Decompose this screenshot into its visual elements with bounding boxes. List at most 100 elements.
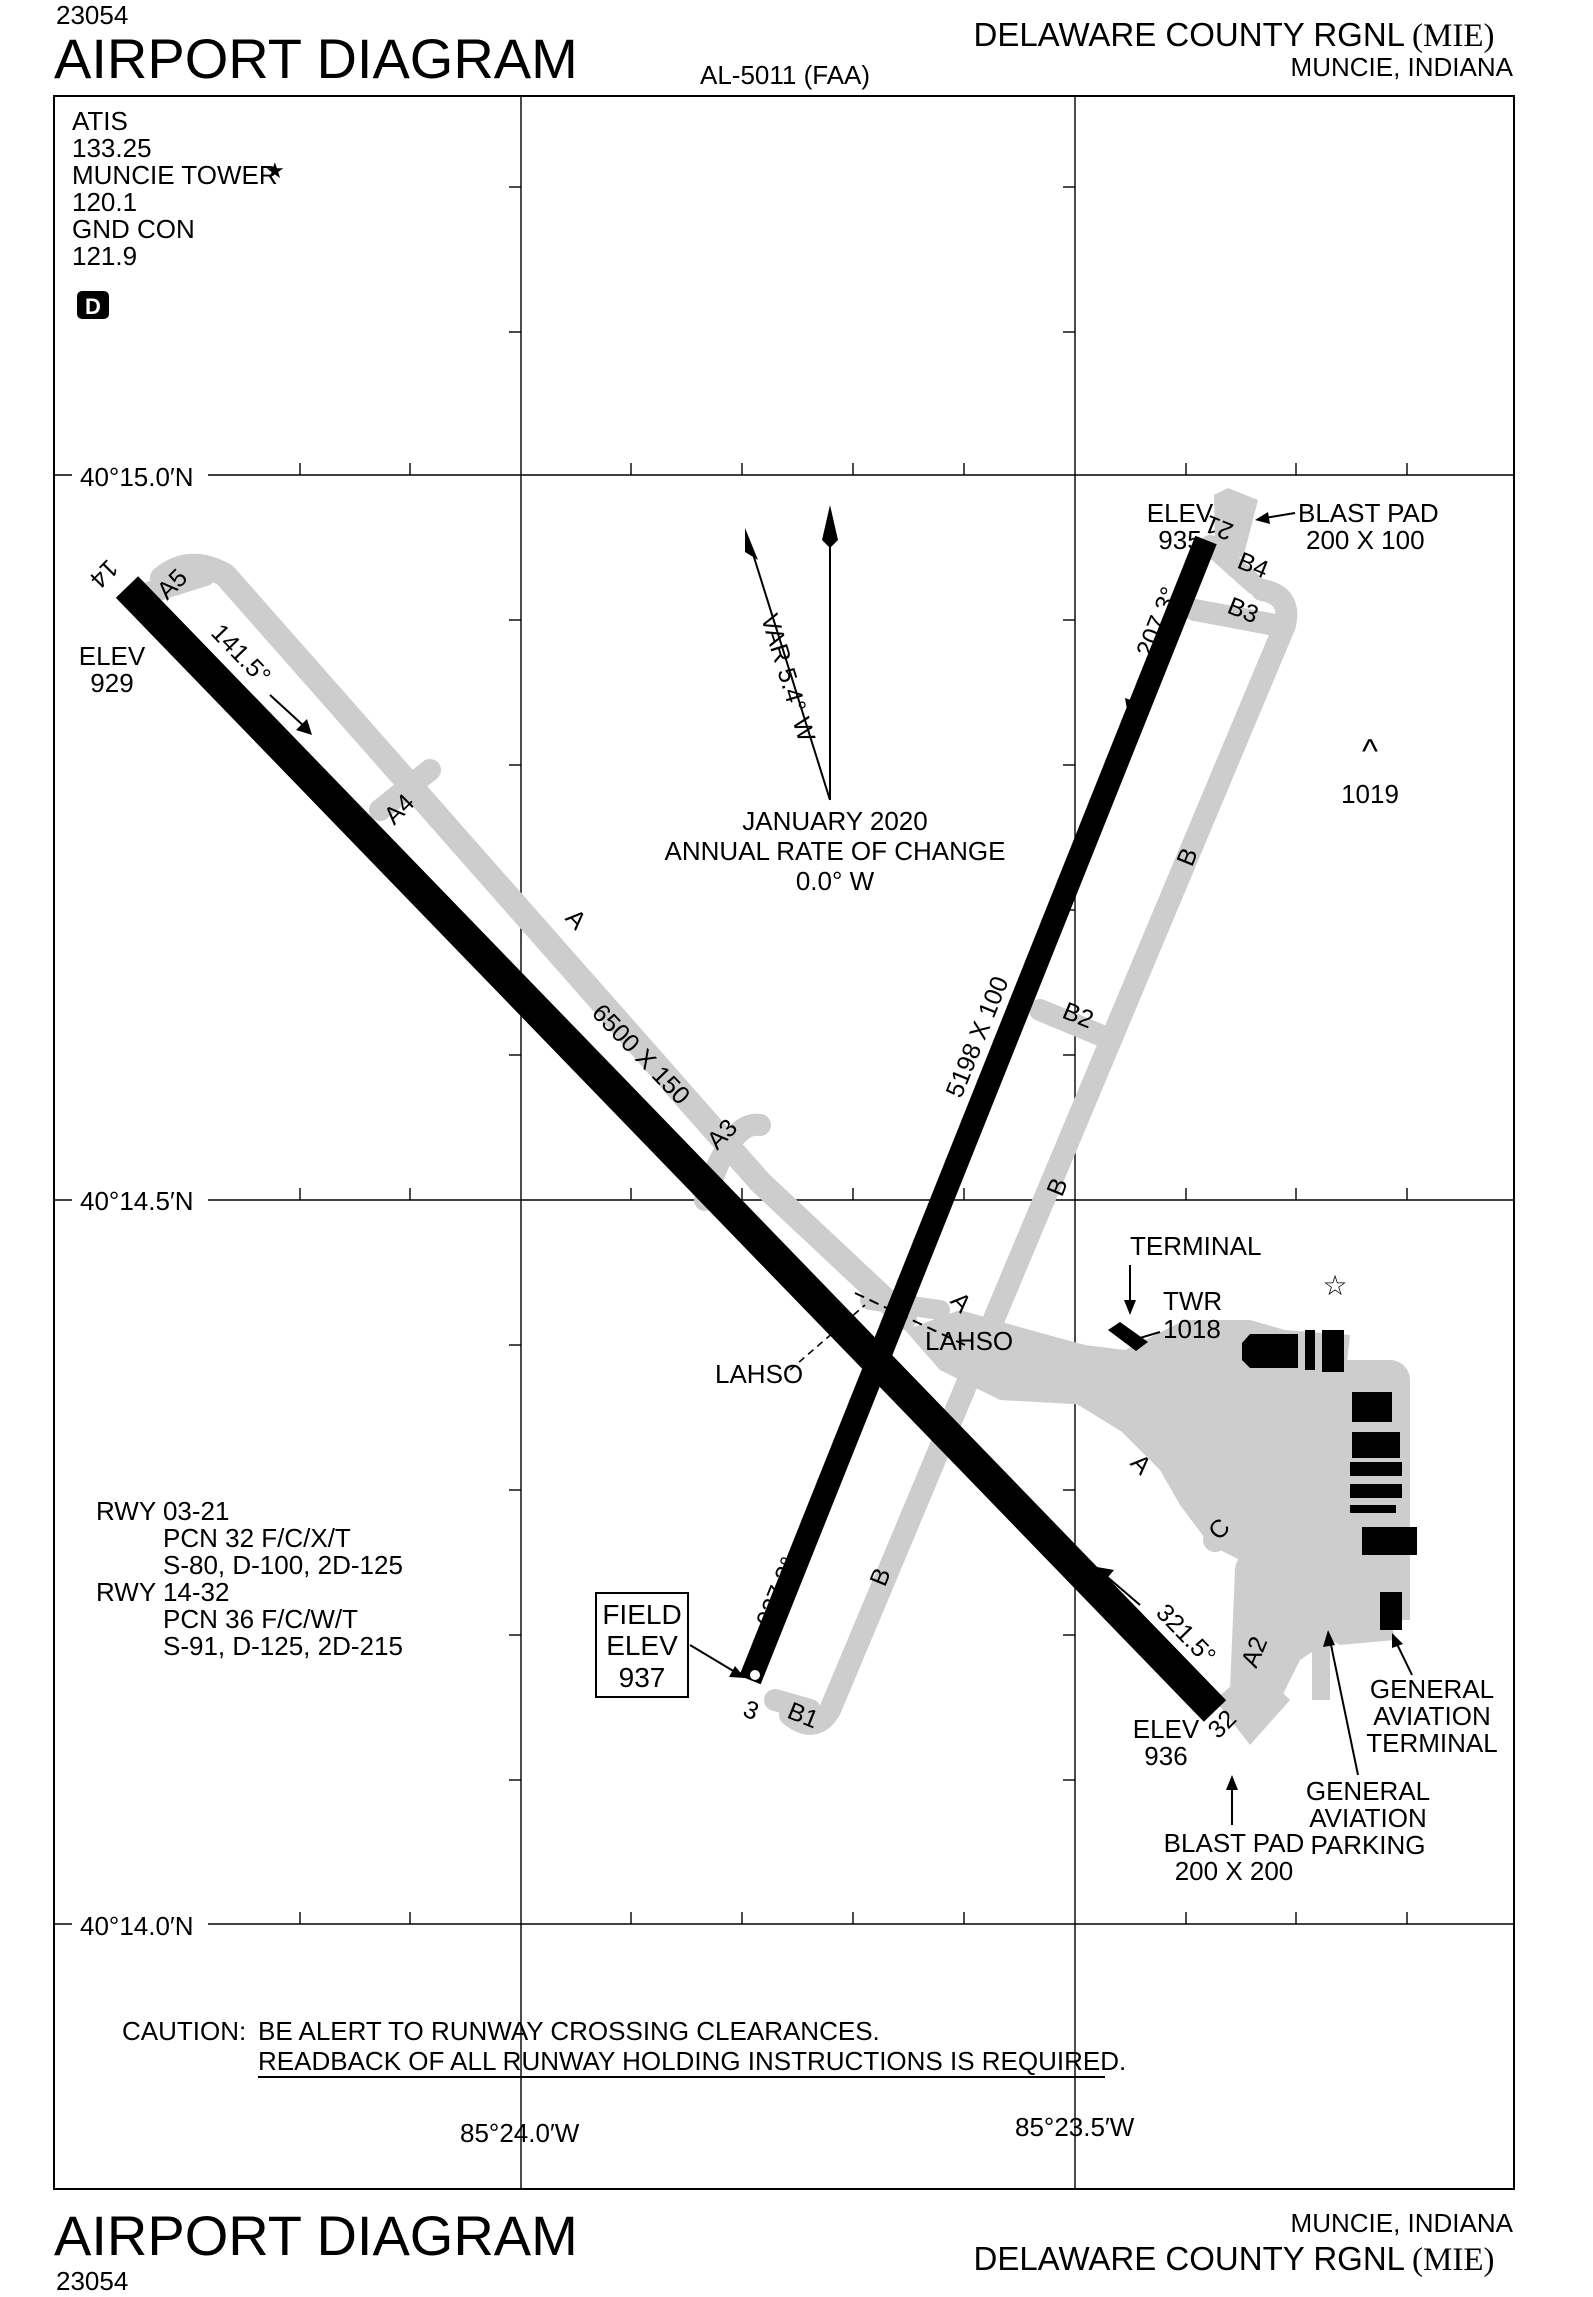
- ga-terminal-line2: AVIATION: [1373, 1701, 1491, 1731]
- ga-parking-line3: PARKING: [1310, 1830, 1425, 1860]
- elev-14-label: ELEV: [79, 641, 146, 671]
- airport-city: MUNCIE, INDIANA: [1291, 52, 1514, 82]
- hangar-8: [1350, 1505, 1396, 1513]
- airport-code: (MIE): [1412, 18, 1494, 54]
- heading-027-arrow: [799, 1509, 816, 1551]
- blast-pad-32-label: BLAST PAD: [1164, 1828, 1305, 1858]
- footer-airport-name: DELAWARE COUNTY RGNL: [973, 2240, 1405, 2277]
- pcn-rwy2-title: RWY 14-32: [96, 1577, 229, 1607]
- ga-terminal-line1: GENERAL: [1370, 1674, 1494, 1704]
- tower-frequency: 120.1: [72, 187, 137, 217]
- blast-pad-21-arrowhead: [1255, 512, 1270, 524]
- ground-frequency: 121.9: [72, 241, 137, 271]
- elev-32-value: 936: [1144, 1741, 1187, 1771]
- taxiway-b3: [1184, 599, 1286, 636]
- lahso-label-west: LAHSO: [715, 1359, 803, 1389]
- hangar-7: [1350, 1484, 1402, 1498]
- ground-label: GND CON: [72, 214, 195, 244]
- elev-21-value: 935: [1158, 525, 1201, 555]
- lahso-label-east: LAHSO: [925, 1326, 1013, 1356]
- hangar-9: [1362, 1527, 1417, 1555]
- blast-pad-21-leader: [1264, 512, 1296, 519]
- footer-airport-code: (MIE): [1412, 2242, 1494, 2278]
- terminal-arrowhead: [1124, 1300, 1136, 1315]
- lat-label-bottom: 40°14.0′N: [80, 1911, 194, 1941]
- caution-line2: READBACK OF ALL RUNWAY HOLDING INSTRUCTI…: [258, 2046, 1126, 2076]
- heading-027-arrowhead: [808, 1500, 822, 1517]
- pcn-rwy1-load: S-80, D-100, 2D-125: [163, 1550, 403, 1580]
- terminal-building: [1108, 1322, 1148, 1351]
- ramp-areas: [905, 488, 1410, 1745]
- d-badge: [77, 291, 109, 319]
- ga-terminal-building: [1380, 1592, 1402, 1630]
- terminal-label: TERMINAL: [1130, 1231, 1261, 1261]
- runway-3-label: 3: [739, 1695, 762, 1726]
- lon-label-left: 85°24.0′W: [460, 2118, 580, 2148]
- lahso-line: [854, 1292, 966, 1346]
- obstacle-icon: ^: [1362, 733, 1378, 771]
- tower-leader: [1139, 1331, 1161, 1339]
- elev-21-label: ELEV: [1147, 498, 1214, 528]
- variation-label: VAR 5.4° W: [755, 611, 820, 746]
- grid-lines: [54, 96, 1514, 2189]
- pcn-rwy2-pcn: PCN 36 F/C/W/T: [163, 1604, 358, 1634]
- variation-rate-title: ANNUAL RATE OF CHANGE: [665, 836, 1006, 866]
- footer-title: AIRPORT DIAGRAM: [54, 2204, 578, 2267]
- caution-line1: BE ALERT TO RUNWAY CROSSING CLEARANCES.: [258, 2016, 880, 2046]
- blast-pad-32-dims: 200 X 200: [1175, 1856, 1294, 1886]
- chart-number: 23054: [56, 0, 128, 30]
- map-frame: [53, 95, 1515, 2190]
- lat-label-top: 40°15.0′N: [80, 462, 194, 492]
- blast-pad-21: [1214, 488, 1258, 558]
- lat-label-mid: 40°14.5′N: [80, 1186, 194, 1216]
- heading-207-arrow: [1131, 669, 1146, 706]
- blast-pad-32-arrowhead: [1226, 1775, 1238, 1790]
- hangar-1: [1242, 1334, 1298, 1368]
- lon-label-right: 85°23.5′W: [1015, 2112, 1135, 2142]
- obstacle-elevation: 1019: [1341, 779, 1399, 809]
- ga-terminal-arrowhead: [1392, 1633, 1403, 1648]
- chart-id: AL-5011 (FAA): [700, 60, 870, 90]
- blast-pad-21-label: BLAST PAD: [1298, 498, 1439, 528]
- elev-14-value: 929: [90, 668, 133, 698]
- chart-title: AIRPORT DIAGRAM: [54, 27, 578, 90]
- lahso-leader: [789, 1304, 866, 1371]
- runway-14-label: 14: [84, 554, 124, 594]
- true-north-arrowhead: [822, 505, 838, 548]
- magnetic-north-arrowhead: [745, 528, 758, 560]
- hangar-5: [1352, 1432, 1400, 1458]
- heading-207-arrowhead: [1125, 698, 1139, 715]
- ga-parking-line2: AVIATION: [1309, 1803, 1427, 1833]
- ga-parking-leader: [1329, 1639, 1359, 1776]
- pcn-rwy1-pcn: PCN 32 F/C/X/T: [163, 1523, 351, 1553]
- variation-date: JANUARY 2020: [742, 806, 927, 836]
- field-elev-line2: ELEV: [606, 1630, 678, 1661]
- field-elev-line1: FIELD: [602, 1599, 681, 1630]
- heading-321-arrow: [1104, 1574, 1141, 1606]
- footer-city: MUNCIE, INDIANA: [1291, 2208, 1514, 2238]
- field-elev-point: [750, 1670, 760, 1680]
- airport-name: DELAWARE COUNTY RGNL: [973, 16, 1405, 53]
- taxiway-b1: [764, 1689, 821, 1721]
- taxiway-b: [779, 579, 1298, 1735]
- tower-label-map: TWR: [1163, 1286, 1222, 1316]
- field-elev-arrowhead: [729, 1666, 745, 1678]
- footer-number: 23054: [56, 2266, 128, 2296]
- tower-star-map-icon: ☆: [1322, 1270, 1347, 1301]
- blast-pad-32: [1215, 1665, 1290, 1745]
- heading-321-arrowhead: [1097, 1567, 1114, 1582]
- tower-star-icon: ★: [265, 158, 285, 183]
- ga-terminal-leader: [1395, 1641, 1413, 1676]
- ga-parking-line1: GENERAL: [1306, 1776, 1430, 1806]
- atis-frequency: 133.25: [72, 133, 152, 163]
- taxiway-label-a-north: A: [560, 904, 592, 936]
- field-elev-line3: 937: [619, 1662, 666, 1693]
- pcn-rwy2-load: S-91, D-125, 2D-215: [163, 1631, 403, 1661]
- field-elev-box: [595, 1592, 689, 1698]
- grid-ticks: [299, 186, 1408, 1924]
- taxiway-b2: [1029, 999, 1111, 1046]
- runway-3-21: [739, 535, 1217, 1685]
- tower-elevation: 1018: [1163, 1314, 1221, 1344]
- runway-14-32: [115, 576, 1227, 1722]
